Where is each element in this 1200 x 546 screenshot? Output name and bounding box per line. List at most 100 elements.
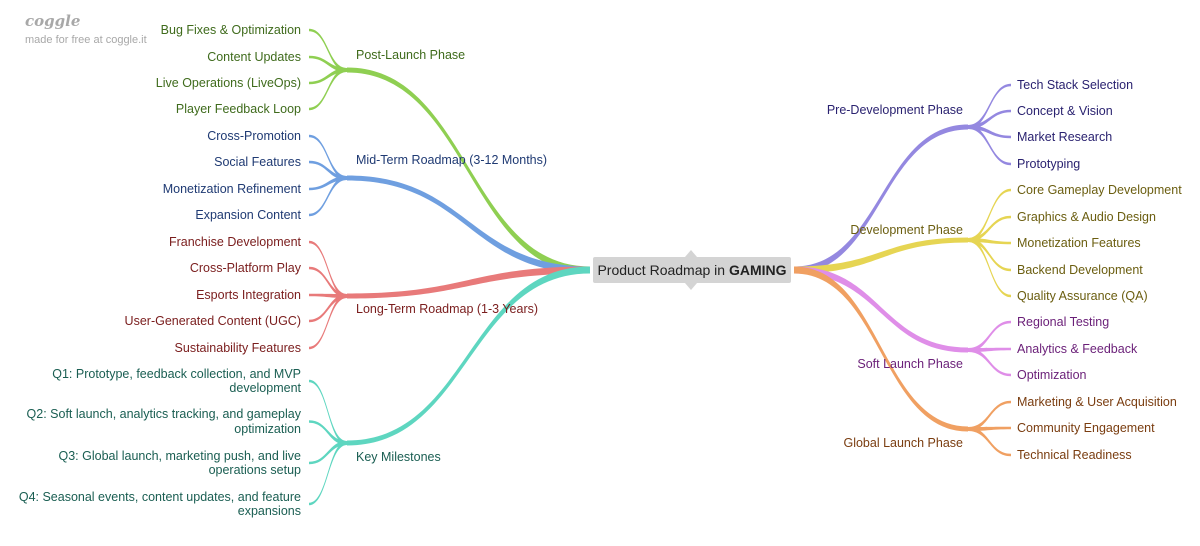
central-node-label: Product Roadmap in GAMING: [597, 262, 786, 278]
child-edge-key-milestones-1: [309, 379, 347, 445]
child-edge-development-phase-3: [968, 238, 1011, 245]
branch-edge-soft-launch-phase: [794, 266, 968, 353]
branch-edge-key-milestones: [347, 266, 590, 446]
leaf-line: development: [229, 381, 301, 395]
leaf-line: optimization: [234, 422, 301, 436]
child-edge-post-launch-phase-2: [309, 55, 347, 72]
leaf-line: Monetization Features: [1017, 236, 1141, 250]
central-node-label-bold: GAMING: [729, 262, 787, 278]
branch-edge-global-launch-phase: [794, 266, 968, 432]
leaf-cross-platform-play[interactable]: Cross-Platform Play: [190, 261, 302, 275]
child-edge-pre-development-phase-3: [968, 125, 1011, 139]
leaf-line: Social Features: [214, 155, 301, 169]
leaf-line: Regional Testing: [1017, 315, 1109, 329]
leaf-backend-development[interactable]: Backend Development: [1017, 263, 1143, 277]
leaf-line: Prototyping: [1017, 157, 1080, 171]
child-edge-mid-term-roadmap-3-12-months-3: [309, 176, 347, 191]
leaf-line: Player Feedback Loop: [176, 102, 301, 116]
branch-label-pre-development-phase[interactable]: Pre-Development Phase: [827, 103, 963, 117]
leaf-core-gameplay-development[interactable]: Core Gameplay Development: [1017, 183, 1182, 197]
branch-labels: Post-Launch Phase Bug Fixes & Optimizatio…: [19, 23, 1182, 518]
child-edge-soft-launch-phase-1: [968, 320, 1011, 352]
leaf-line: Q1: Prototype, feedback collection, and …: [52, 367, 301, 381]
leaf-content-updates[interactable]: Content Updates: [207, 50, 301, 64]
leaf-concept-vision[interactable]: Concept & Vision: [1017, 104, 1113, 118]
branch-label-long-term-roadmap-1-3-years[interactable]: Long-Term Roadmap (1-3 Years): [356, 302, 538, 316]
child-edge-soft-launch-phase-3: [968, 348, 1011, 377]
leaf-line: Bug Fixes & Optimization: [161, 23, 301, 37]
child-edge-development-phase-2: [968, 215, 1011, 242]
leaf-line: Graphics & Audio Design: [1017, 210, 1156, 224]
leaf-market-research[interactable]: Market Research: [1017, 130, 1112, 144]
central-node-label-prefix: Product Roadmap in: [597, 262, 729, 278]
leaf-bug-fixes-optimization[interactable]: Bug Fixes & Optimization: [161, 23, 301, 37]
leaf-monetization-features[interactable]: Monetization Features: [1017, 236, 1141, 250]
branch-label-global-launch-phase[interactable]: Global Launch Phase: [843, 436, 963, 450]
child-edge-long-term-roadmap-1-3-years-2: [309, 266, 347, 298]
child-edge-global-launch-phase-1: [968, 400, 1011, 431]
branch-label-mid-term-roadmap-3-12-months[interactable]: Mid-Term Roadmap (3-12 Months): [356, 153, 547, 167]
leaf-q1-prototype-feedback-collection-and-mvp[interactable]: Q1: Prototype, feedback collection, and …: [52, 367, 301, 395]
central-node-box: [593, 257, 791, 283]
leaf-prototyping[interactable]: Prototyping: [1017, 157, 1080, 171]
child-edge-development-phase-5: [968, 238, 1011, 298]
central-node[interactable]: Product Roadmap in GAMING: [593, 250, 791, 290]
coggle-watermark: coggle made for free at coggle.it: [25, 12, 147, 46]
leaf-live-operations-liveops[interactable]: Live Operations (LiveOps): [156, 76, 301, 90]
leaf-technical-readiness[interactable]: Technical Readiness: [1017, 448, 1132, 462]
branch-label-post-launch-phase[interactable]: Post-Launch Phase: [356, 48, 465, 62]
leaf-social-features[interactable]: Social Features: [214, 155, 301, 169]
branch-label-soft-launch-phase[interactable]: Soft Launch Phase: [857, 357, 963, 371]
leaf-analytics-feedback[interactable]: Analytics & Feedback: [1017, 342, 1138, 356]
leaf-player-feedback-loop[interactable]: Player Feedback Loop: [176, 102, 301, 116]
leaf-line: Cross-Platform Play: [190, 261, 302, 275]
child-edge-post-launch-phase-1: [309, 28, 347, 72]
leaf-optimization[interactable]: Optimization: [1017, 368, 1087, 382]
leaf-line: Live Operations (LiveOps): [156, 76, 301, 90]
leaf-line: Backend Development: [1017, 263, 1143, 277]
branch-label-key-milestones[interactable]: Key Milestones: [356, 450, 441, 464]
leaf-sustainability-features[interactable]: Sustainability Features: [175, 341, 301, 355]
child-edge-long-term-roadmap-1-3-years-5: [309, 294, 347, 350]
child-edge-post-launch-phase-4: [309, 68, 347, 111]
leaf-line: Q3: Global launch, marketing push, and l…: [59, 449, 302, 463]
leaf-line: Sustainability Features: [175, 341, 301, 355]
leaf-line: operations setup: [209, 463, 301, 477]
leaf-q4-seasonal-events-content-updates-and-feature[interactable]: Q4: Seasonal events, content updates, an…: [19, 490, 301, 518]
leaf-user-generated-content-ugc[interactable]: User-Generated Content (UGC): [125, 314, 301, 328]
leaf-graphics-audio-design[interactable]: Graphics & Audio Design: [1017, 210, 1156, 224]
leaf-line: Cross-Promotion: [207, 129, 301, 143]
branch-label-development-phase[interactable]: Development Phase: [850, 223, 963, 237]
leaf-line: Esports Integration: [196, 288, 301, 302]
leaf-regional-testing[interactable]: Regional Testing: [1017, 315, 1109, 329]
branch-edge-development-phase: [794, 237, 968, 274]
leaf-cross-promotion[interactable]: Cross-Promotion: [207, 129, 301, 143]
leaf-line: Marketing & User Acquisition: [1017, 395, 1177, 409]
leaf-line: Q4: Seasonal events, content updates, an…: [19, 490, 301, 504]
central-node-bottom-arrow: [685, 283, 697, 290]
child-edge-long-term-roadmap-1-3-years-4: [309, 294, 347, 323]
leaf-q3-global-launch-marketing-push-and-live[interactable]: Q3: Global launch, marketing push, and l…: [59, 449, 302, 477]
leaf-franchise-development[interactable]: Franchise Development: [169, 235, 302, 249]
central-node-top-arrow: [685, 250, 697, 257]
leaf-marketing-user-acquisition[interactable]: Marketing & User Acquisition: [1017, 395, 1177, 409]
leaf-esports-integration[interactable]: Esports Integration: [196, 288, 301, 302]
child-edge-development-phase-1: [968, 188, 1011, 242]
leaf-monetization-refinement[interactable]: Monetization Refinement: [163, 182, 302, 196]
leaf-expansion-content[interactable]: Expansion Content: [195, 208, 301, 222]
leaf-community-engagement[interactable]: Community Engagement: [1017, 421, 1155, 435]
leaf-quality-assurance-qa[interactable]: Quality Assurance (QA): [1017, 289, 1148, 303]
child-edge-development-phase-4: [968, 238, 1011, 272]
child-edge-pre-development-phase-4: [968, 125, 1011, 166]
leaf-line: Tech Stack Selection: [1017, 78, 1133, 92]
leaf-line: Quality Assurance (QA): [1017, 289, 1148, 303]
leaf-line: Core Gameplay Development: [1017, 183, 1182, 197]
leaf-q2-soft-launch-analytics-tracking-and-gameplay[interactable]: Q2: Soft launch, analytics tracking, and…: [27, 407, 302, 436]
child-edge-global-launch-phase-3: [968, 427, 1011, 457]
leaf-tech-stack-selection[interactable]: Tech Stack Selection: [1017, 78, 1133, 92]
branch-edge-mid-term-roadmap-3-12-months: [347, 175, 590, 274]
coggle-logo: coggle: [25, 12, 81, 30]
child-edge-post-launch-phase-3: [309, 68, 347, 85]
leaf-line: Technical Readiness: [1017, 448, 1132, 462]
